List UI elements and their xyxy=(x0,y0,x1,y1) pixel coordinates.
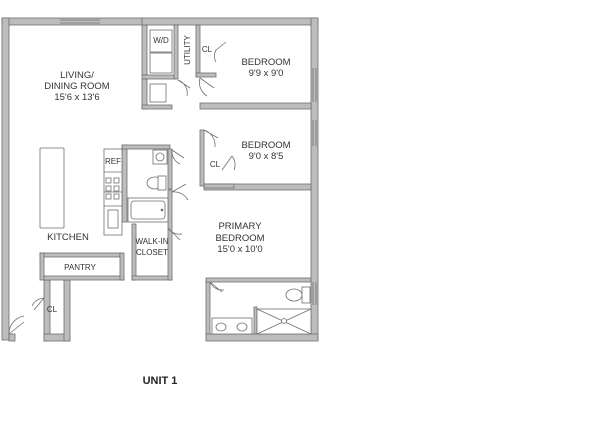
bedroom1-label: BEDROOM xyxy=(241,57,290,68)
washer-dryer-label: W/D xyxy=(153,36,169,45)
entry-closet-label: CL xyxy=(47,305,58,314)
stove-burners xyxy=(105,177,120,200)
bedroom1-size: 9'9 x 9'0 xyxy=(249,68,284,79)
living-room-label-line2: DINING ROOM xyxy=(44,81,110,92)
utility-label: UTILITY xyxy=(183,34,192,64)
kitchen-label: KITCHEN xyxy=(47,232,89,243)
walk-in-closet-label-line1: WALK-IN xyxy=(135,237,168,246)
bedroom2-label: BEDROOM xyxy=(241,140,290,151)
doors xyxy=(8,41,236,335)
primary-bedroom-label-line2: BEDROOM xyxy=(215,233,264,244)
fixtures xyxy=(39,29,312,335)
primary-bedroom-label-line1: PRIMARY xyxy=(218,221,262,232)
living-room-label-line1: LIVING/ xyxy=(60,70,94,81)
unit-title: UNIT 1 xyxy=(143,375,178,387)
bedroom2-size: 9'0 x 8'5 xyxy=(249,151,284,162)
primary-bedroom-size: 15'0 x 10'0 xyxy=(217,244,262,255)
room-labels: LIVING/ DINING ROOM 15'6 x 13'6 BEDROOM … xyxy=(44,34,290,314)
pantry-label: PANTRY xyxy=(64,263,96,272)
bedroom2-closet-label: CL xyxy=(210,160,221,169)
living-room-size: 15'6 x 13'6 xyxy=(54,92,99,103)
refrigerator-label: REF xyxy=(105,157,121,166)
bedroom1-closet-label: CL xyxy=(202,45,213,54)
windows xyxy=(60,19,317,305)
walk-in-closet-label-line2: CLOSET xyxy=(136,248,168,257)
interior-walls xyxy=(39,24,312,335)
